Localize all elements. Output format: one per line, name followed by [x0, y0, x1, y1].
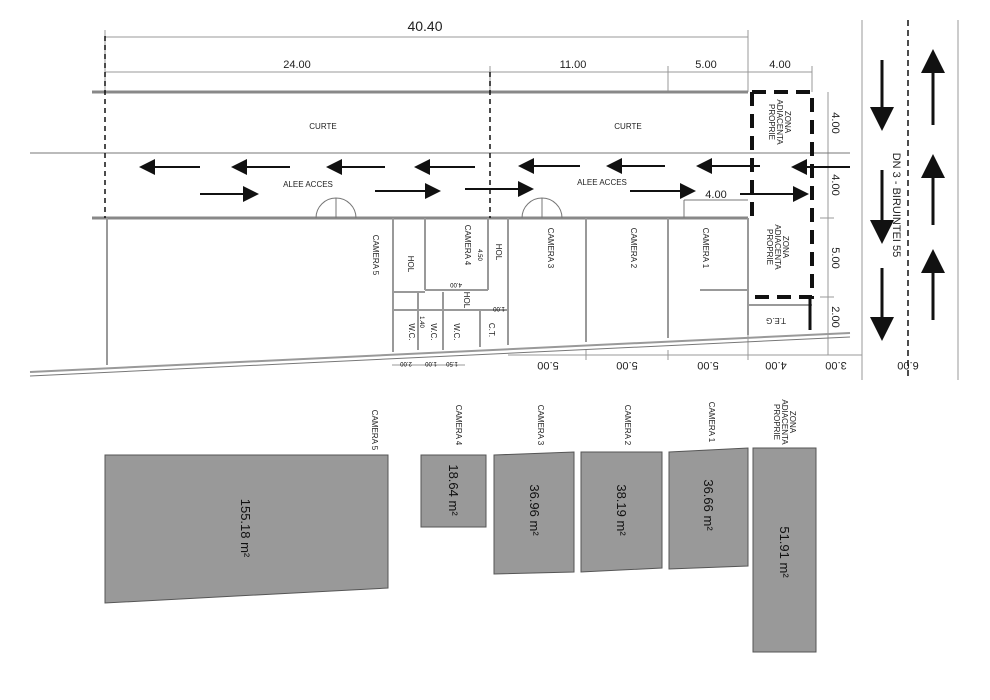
dim-cam4-w: 4.00	[450, 281, 462, 287]
area-camera1	[668, 447, 749, 570]
room-camera5: CAMERA 5	[371, 235, 380, 276]
svg-text:ZONA: ZONA	[781, 236, 790, 259]
road-arrows	[870, 49, 945, 341]
dim-right-1: 4.00	[829, 112, 841, 133]
dim-bottom-5: 3.00	[825, 359, 846, 371]
room-hol: HOL	[494, 244, 503, 261]
dim-cam4-h: 4.50	[476, 249, 482, 261]
room-hol: HOL	[462, 292, 471, 309]
road-label: DN 3 - BIRUINTEI 55	[890, 153, 902, 258]
area-value-camera4: 18.64 m²	[446, 464, 461, 516]
area-label-camera5: CAMERA 5	[370, 410, 379, 451]
area-value-camera2: 38.19 m²	[614, 484, 629, 536]
area-label-camera2: CAMERA 2	[623, 405, 632, 446]
area-label-zona: ZONA ADIACENTA PROPRIE	[772, 399, 797, 445]
room-camera1: CAMERA 1	[701, 228, 710, 269]
room-wc: W.C.	[429, 323, 438, 340]
area-value-camera1: 36.66 m²	[701, 479, 716, 531]
dim-top-2: 11.00	[560, 59, 587, 71]
dim-alee: 4.00	[705, 189, 726, 201]
dim-wc1: 2.00	[400, 360, 412, 366]
room-camera3: CAMERA 3	[546, 228, 555, 269]
dim-top-1: 24.00	[283, 59, 311, 71]
svg-text:ZONA: ZONA	[788, 411, 797, 434]
area-diagram	[104, 447, 817, 653]
dim-total: 40.40	[407, 18, 442, 34]
svg-text:PROPRIE: PROPRIE	[772, 404, 781, 440]
room-camera2: CAMERA 2	[629, 228, 638, 269]
room-camera4: CAMERA 4	[463, 225, 472, 266]
area-camera5	[104, 454, 389, 604]
dim-bottom-3: 5.00	[697, 359, 718, 371]
dim-top-4: 4.00	[769, 59, 790, 71]
gate-icon	[521, 197, 563, 219]
zona-label-2: ZONA ADIACENTA PROPRIE	[765, 224, 790, 270]
area-zona	[752, 447, 817, 653]
area-camera2	[580, 451, 663, 573]
dim-top-3: 5.00	[695, 59, 716, 71]
zone-boundary	[750, 90, 814, 299]
curte-label: CURTE	[309, 122, 336, 131]
zona-label-1: ZONA ADIACENTA PROPRIE	[767, 99, 792, 145]
alee-arrows	[139, 158, 850, 202]
room-wc: W.C.	[452, 323, 461, 340]
dim-hol-w: 1.00	[493, 305, 505, 311]
room-wc: W.C.	[407, 323, 416, 340]
dimension-lines	[104, 20, 959, 380]
area-camera4	[420, 454, 487, 528]
dim-wc3: 1.50	[446, 360, 458, 366]
dim-right-4: 2.00	[829, 306, 841, 327]
walls	[29, 36, 851, 377]
alee-label: ALEE ACCES	[283, 180, 333, 189]
room-hol: HOL	[406, 256, 415, 273]
area-label-camera4: CAMERA 4	[454, 405, 463, 446]
svg-text:ADIACENTA: ADIACENTA	[775, 99, 784, 145]
dim-wc2: 1.00	[425, 360, 437, 366]
room-ct: C.T.	[487, 323, 496, 337]
dim-bottom-4: 4.00	[765, 359, 786, 371]
area-camera3	[493, 451, 575, 575]
gate-icon	[315, 197, 357, 219]
dim-wc-h: 1.40	[418, 316, 424, 328]
svg-text:PROPRIE: PROPRIE	[767, 104, 776, 140]
dim-right-2: 4.00	[829, 174, 841, 195]
area-value-zona: 51.91 m²	[777, 526, 792, 578]
alee-label: ALEE ACCES	[577, 178, 627, 187]
svg-text:ADIACENTA: ADIACENTA	[780, 399, 789, 445]
area-label-camera3: CAMERA 3	[536, 405, 545, 446]
dim-bottom-2: 5.00	[616, 359, 637, 371]
area-value-camera3: 36.96 m²	[527, 484, 542, 536]
svg-text:ZONA: ZONA	[783, 111, 792, 134]
curte-label: CURTE	[614, 122, 641, 131]
svg-text:ADIACENTA: ADIACENTA	[773, 224, 782, 270]
area-label-camera1: CAMERA 1	[707, 402, 716, 443]
dim-bottom-1: 5.00	[537, 359, 558, 371]
teg-label: T.E.G	[766, 316, 786, 325]
svg-text:PROPRIE: PROPRIE	[765, 229, 774, 265]
dim-right-3: 5.00	[829, 247, 841, 268]
area-value-camera5: 155.18 m²	[238, 499, 253, 558]
